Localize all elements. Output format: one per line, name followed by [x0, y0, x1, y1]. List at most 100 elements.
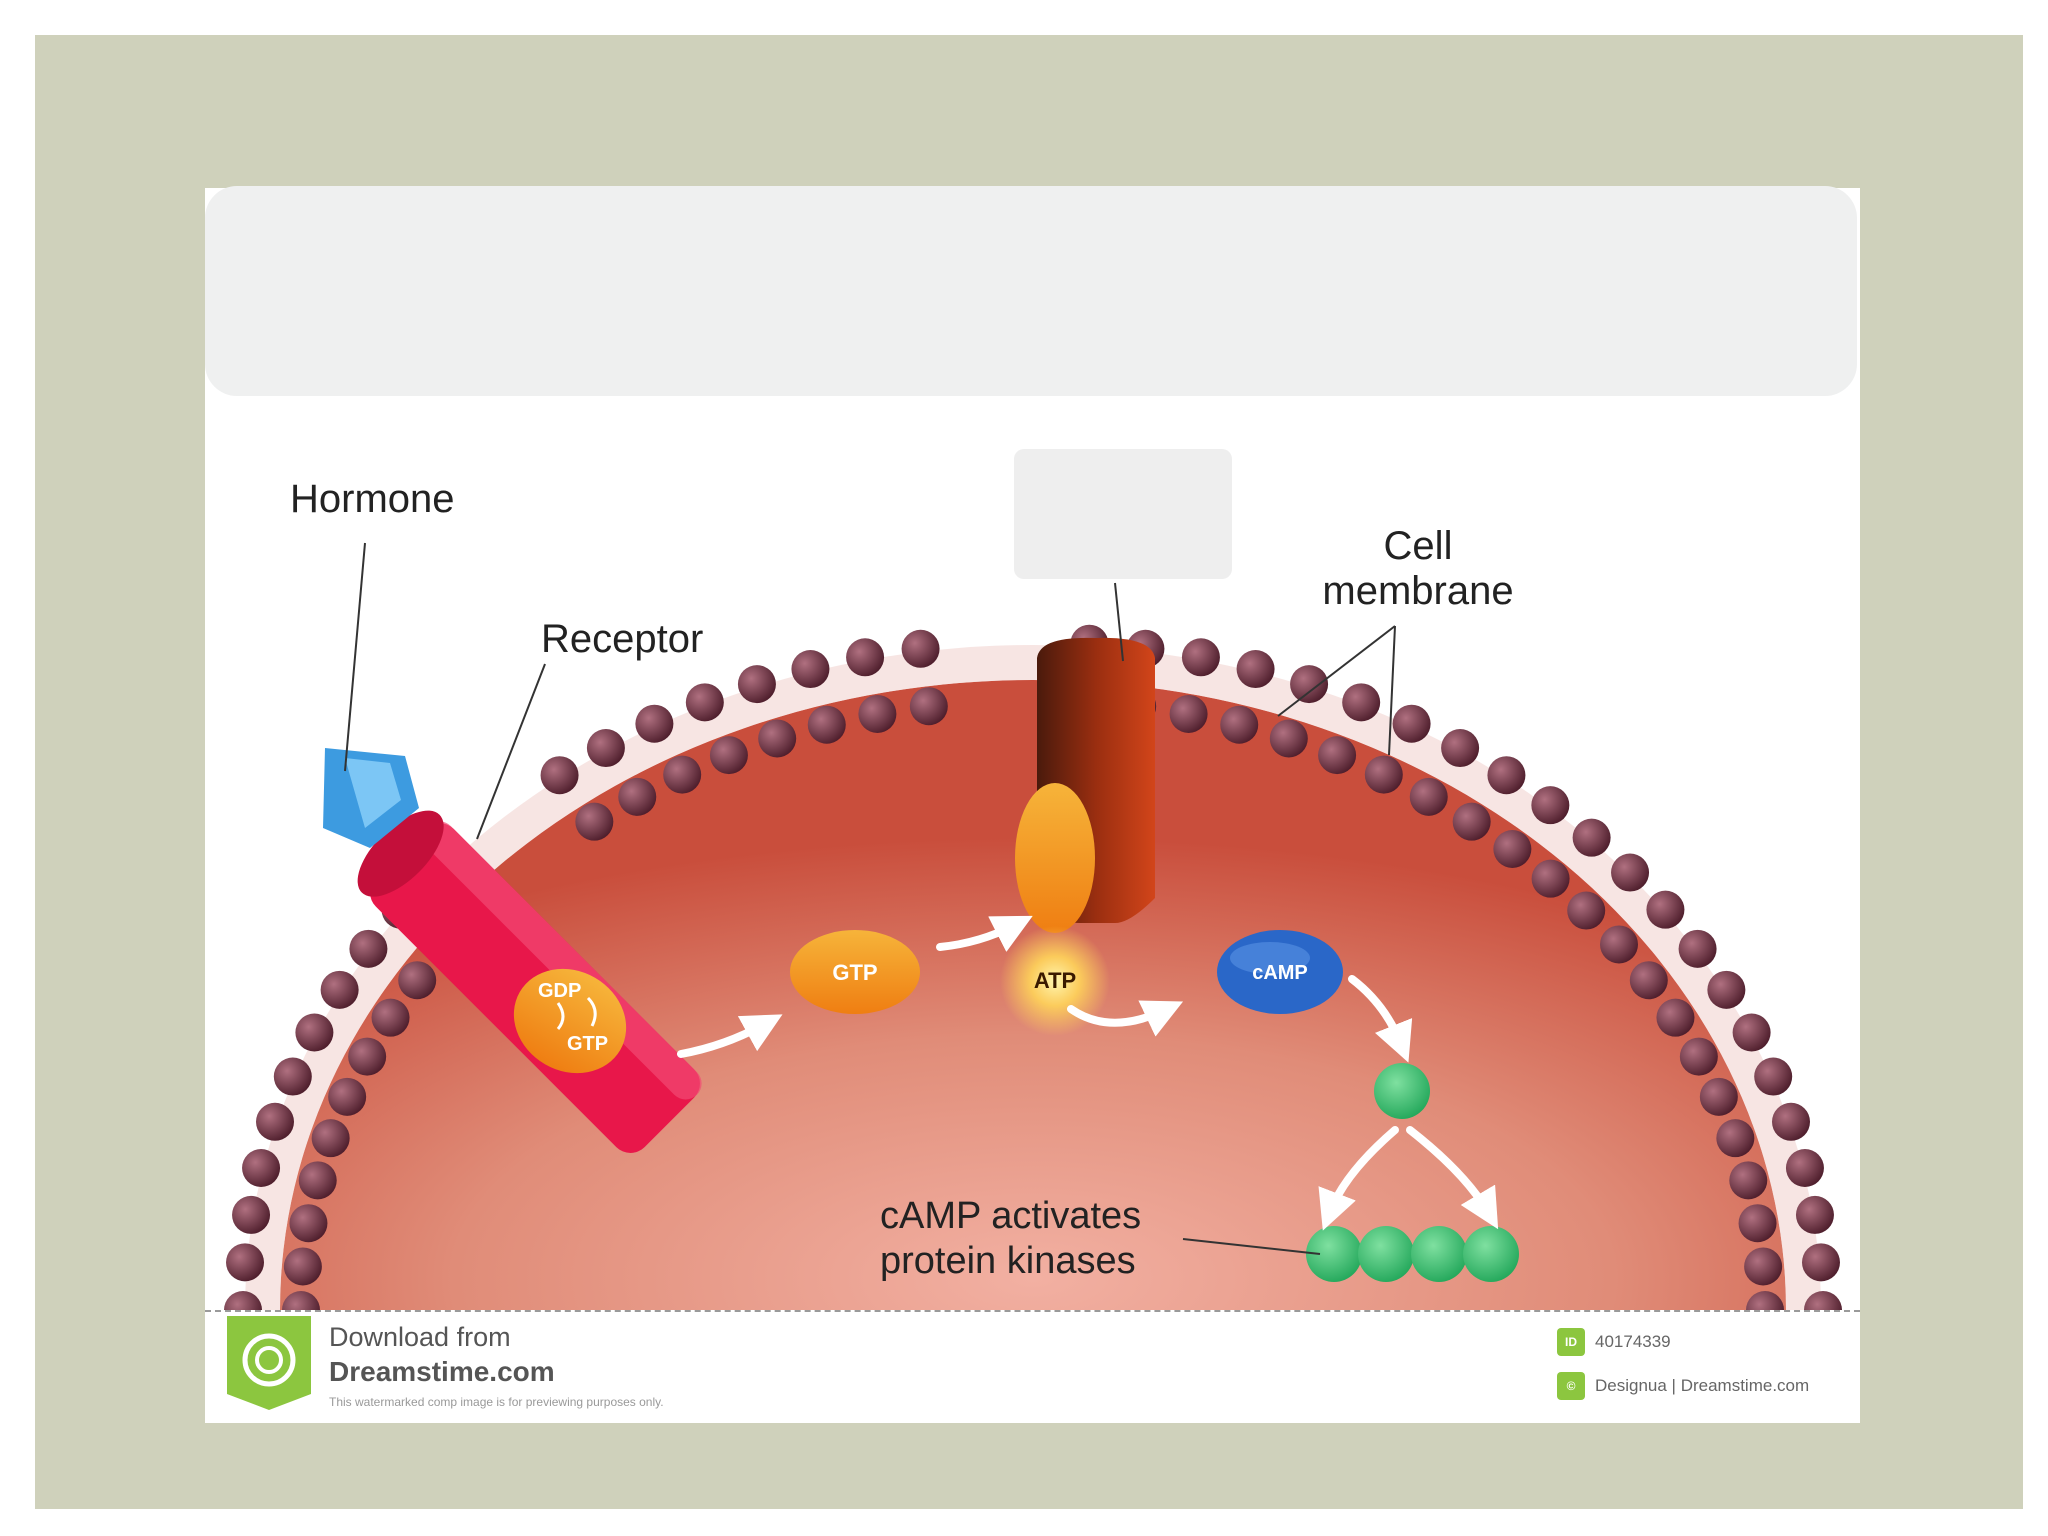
lipid-head	[635, 704, 674, 743]
lipid-head	[758, 719, 797, 758]
lipid-head	[1707, 970, 1746, 1009]
lipid-head	[909, 687, 948, 726]
image-id: 40174339	[1595, 1332, 1671, 1351]
lipid-head	[540, 756, 579, 795]
lipid-head	[1493, 829, 1532, 868]
hormone-molecule	[323, 748, 419, 848]
lipid-head	[1746, 1291, 1784, 1310]
lipid-head	[685, 683, 724, 722]
lipid-head	[1679, 1037, 1718, 1076]
lipid-head	[224, 1291, 262, 1310]
lipid-head	[295, 1013, 334, 1052]
lipid-head	[1599, 925, 1638, 964]
lipid-head	[1754, 1057, 1793, 1096]
lipid-head	[586, 729, 625, 768]
lipid-head	[1804, 1291, 1842, 1310]
label-hormone: Hormone	[290, 477, 455, 521]
lipid-head	[858, 694, 897, 733]
lipid-head	[1452, 802, 1491, 841]
lipid-head	[737, 665, 776, 704]
signal-transduction-diagram: GDP GTP GTP ATP cAMP	[224, 477, 1842, 1310]
label-protein-kinases: protein kinases	[880, 1240, 1136, 1282]
author-row: © Designua | Dreamstime.com	[1557, 1372, 1809, 1400]
id-icon: ID	[1557, 1328, 1585, 1356]
lipid-head	[1646, 890, 1685, 929]
lipid-head	[1441, 729, 1480, 768]
lipid-head	[1567, 891, 1606, 930]
lipid-head	[1656, 998, 1695, 1037]
lipid-head	[1572, 818, 1611, 857]
lipid-head	[1169, 694, 1208, 733]
author-icon: ©	[1557, 1372, 1585, 1400]
lipid-head	[1629, 961, 1668, 1000]
gtp-free-label: GTP	[832, 960, 877, 985]
lipid-head	[663, 755, 702, 794]
label-cell: Cell	[1384, 524, 1453, 568]
lipid-head	[226, 1243, 265, 1282]
lipid-head	[1801, 1243, 1840, 1282]
lipid-head	[1771, 1102, 1810, 1141]
lipid-head	[1795, 1195, 1834, 1234]
lipid-head	[1236, 650, 1275, 689]
lipid-head	[791, 650, 830, 689]
masked-label-box	[1014, 449, 1232, 579]
label-pointers	[344, 542, 1396, 1255]
lipid-head	[328, 1077, 367, 1116]
lipid-head	[1531, 859, 1570, 898]
lipid-head	[282, 1291, 320, 1310]
adenylyl-cyclase	[1015, 637, 1155, 933]
lipid-head	[901, 629, 940, 668]
lipid-head	[1392, 704, 1431, 743]
lipid-head	[709, 736, 748, 775]
lipid-head	[1678, 929, 1717, 968]
camp-molecule: cAMP	[1217, 930, 1343, 1014]
lipid-head	[1181, 638, 1220, 677]
preview-disclaimer: This watermarked comp image is for previ…	[329, 1395, 664, 1409]
lipid-head	[289, 1204, 328, 1243]
lipid-head	[1487, 756, 1526, 795]
image-id-row: ID 40174339	[1557, 1328, 1671, 1356]
lipid-head	[1364, 755, 1403, 794]
lipid-head	[1531, 786, 1570, 825]
lipid-head	[1611, 853, 1650, 892]
lipid-head	[320, 970, 359, 1009]
dreamstime-footer: Download from Dreamstime.com This waterm…	[205, 1310, 1860, 1423]
lipid-head	[242, 1149, 281, 1188]
lipid-head	[1269, 719, 1308, 758]
protein-kinases	[1306, 1063, 1519, 1282]
lipid-head	[1409, 777, 1448, 816]
lipid-head	[348, 1037, 387, 1076]
lipid-head	[398, 961, 437, 1000]
gdp-label: GDP	[538, 980, 581, 1002]
label-receptor: Receptor	[541, 617, 703, 661]
camp-label: cAMP	[1252, 962, 1308, 984]
lipid-head	[232, 1195, 271, 1234]
lipid-head	[618, 777, 657, 816]
download-from-text: Download from	[329, 1322, 511, 1352]
lipid-head	[1732, 1013, 1771, 1052]
lipid-head	[1729, 1161, 1768, 1200]
lipid-head	[1699, 1077, 1738, 1116]
lipid-head	[807, 705, 846, 744]
lipid-head	[1785, 1149, 1824, 1188]
lipid-head	[1290, 665, 1329, 704]
lipid-head	[273, 1057, 312, 1096]
dreamstime-site-text: Dreamstime.com	[329, 1356, 555, 1387]
title-placeholder-box	[205, 186, 1857, 396]
lipid-head	[1318, 736, 1357, 775]
gtp-molecule: GTP	[790, 930, 920, 1014]
lipid-head	[349, 929, 388, 968]
author-credit: Designua | Dreamstime.com	[1595, 1376, 1810, 1395]
lipid-head	[298, 1161, 337, 1200]
label-camp-activates: cAMP activates	[880, 1195, 1141, 1237]
lipid-head	[311, 1119, 350, 1158]
lipid-head	[1342, 683, 1381, 722]
atp-molecule: ATP	[1000, 926, 1110, 1036]
g-protein-gdp-gtp: GDP GTP	[513, 968, 627, 1074]
dreamstime-logo-icon	[227, 1316, 311, 1410]
lipid-head	[1716, 1119, 1755, 1158]
lipid-head	[846, 638, 885, 677]
lipid-head	[1744, 1247, 1783, 1286]
lipid-head	[575, 802, 614, 841]
lipid-head	[1220, 705, 1259, 744]
